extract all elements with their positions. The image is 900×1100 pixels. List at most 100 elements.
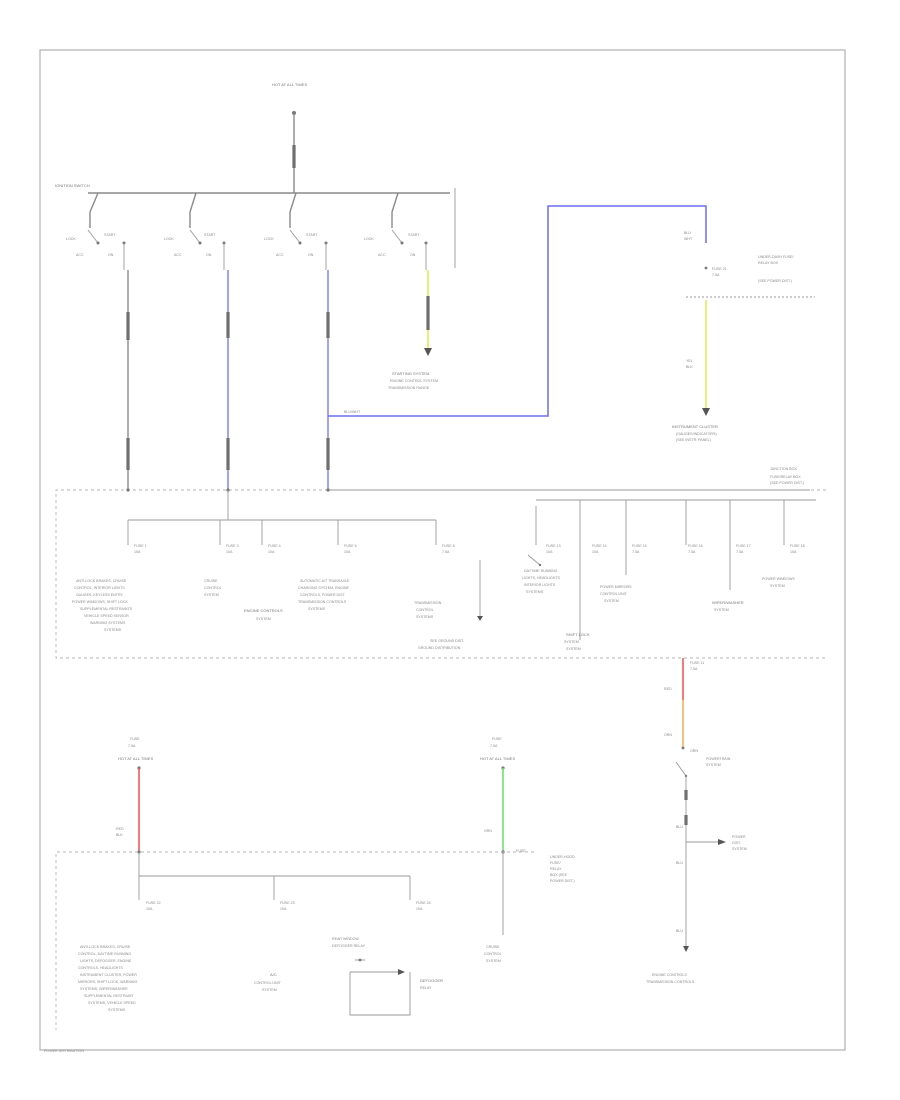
ac-label: A/C (270, 972, 277, 977)
svg-text:7.5A: 7.5A (490, 744, 498, 748)
svg-text:TRANSMISSION CONTROLS: TRANSMISSION CONTROLS (646, 980, 695, 984)
svg-text:ACC: ACC (174, 253, 182, 257)
svg-text:10A: 10A (546, 550, 553, 554)
svg-text:CRUISE: CRUISE (204, 579, 218, 583)
svg-text:POWER DIST.): POWER DIST.) (550, 879, 575, 883)
svg-text:INSTRUMENT CLUSTER, POWER: INSTRUMENT CLUSTER, POWER (80, 973, 137, 977)
svg-text:SYSTEMS: SYSTEMS (526, 590, 544, 594)
svg-text:10A: 10A (344, 550, 351, 554)
svg-text:ENGINE CONTROLS: ENGINE CONTROLS (652, 973, 687, 977)
lower-left-feed: HOT AT ALL TIMES FUSE 7.5A RED BLK (116, 737, 153, 854)
svg-text:FUSE 22: FUSE 22 (146, 901, 161, 905)
svg-text:SYSTEMS: SYSTEMS (108, 1008, 126, 1012)
svg-text:10A: 10A (416, 907, 423, 911)
svg-text:SUPPLEMENTAL RESTRAINTS: SUPPLEMENTAL RESTRAINTS (80, 607, 133, 611)
svg-text:GRN: GRN (484, 829, 492, 833)
svg-text:RELAY: RELAY (420, 986, 432, 990)
svg-text:10A: 10A (790, 550, 797, 554)
svg-text:BLU: BLU (676, 929, 683, 933)
svg-text:ORN: ORN (664, 733, 672, 737)
svg-text:BLU/WHT: BLU/WHT (344, 410, 361, 414)
svg-text:POWERTRAIN: POWERTRAIN (706, 757, 731, 761)
svg-text:7.5A: 7.5A (128, 744, 136, 748)
svg-text:SYSTEMS, WIPER/WASHER: SYSTEMS, WIPER/WASHER (80, 987, 128, 991)
svg-text:FUSE 4: FUSE 4 (268, 544, 281, 548)
svg-text:POWER WINDOWS, SHIFT LOCK: POWER WINDOWS, SHIFT LOCK (72, 600, 128, 604)
wipers-label: WIPER/WASHER (712, 600, 744, 605)
svg-text:POWER WINDOWS: POWER WINDOWS (762, 577, 795, 581)
svg-text:FUSE 23: FUSE 23 (280, 901, 295, 905)
svg-text:REAR WINDOW: REAR WINDOW (332, 937, 359, 941)
footer-label: POWER DISTRIBUTION (44, 1049, 84, 1053)
svg-text:FUSE 16: FUSE 16 (688, 544, 703, 548)
svg-text:START: START (408, 233, 420, 237)
svg-text:BLU: BLU (676, 825, 683, 829)
svg-text:UNDER-DASH FUSE/: UNDER-DASH FUSE/ (758, 255, 794, 259)
svg-text:ACC: ACC (76, 253, 84, 257)
svg-text:INTERIOR LIGHTS: INTERIOR LIGHTS (524, 583, 556, 587)
svg-text:FUSE 13: FUSE 13 (546, 544, 561, 548)
svg-text:CONTROL UNIT: CONTROL UNIT (254, 981, 282, 985)
svg-text:SYSTEM: SYSTEM (604, 599, 619, 603)
svg-text:LIGHTS, DEFOGGER, ENGINE: LIGHTS, DEFOGGER, ENGINE (80, 959, 132, 963)
switch-feeds: BLU/WHT (126, 205, 707, 490)
svg-text:SYSTEM: SYSTEM (566, 647, 581, 651)
svg-text:CONTROLS, HEADLIGHTS: CONTROLS, HEADLIGHTS (78, 966, 124, 970)
shift-lock-label: SHIFT LOCK (566, 632, 590, 637)
svg-text:RED: RED (116, 827, 124, 831)
svg-text:10A: 10A (592, 550, 599, 554)
svg-text:POWER: POWER (732, 835, 746, 839)
svg-text:CONTROL UNIT: CONTROL UNIT (600, 592, 628, 596)
svg-text:RED: RED (664, 687, 672, 691)
svg-text:7.5A: 7.5A (442, 550, 450, 554)
svg-text:DIST.: DIST. (732, 841, 741, 845)
svg-text:(SEE POWER DIST.): (SEE POWER DIST.) (758, 279, 792, 283)
svg-text:DAYTIME RUNNING: DAYTIME RUNNING (524, 569, 558, 573)
svg-text:RELAY BOX: RELAY BOX (758, 261, 779, 265)
svg-text:SYSTEM: SYSTEM (732, 847, 747, 851)
power-hot-3-label: HOT AT ALL TIMES (480, 756, 515, 761)
svg-text:BLK: BLK (116, 833, 123, 837)
svg-text:ORN: ORN (690, 749, 698, 753)
svg-text:BOX (SEE: BOX (SEE (550, 873, 568, 877)
svg-text:ACC: ACC (378, 253, 386, 257)
svg-text:GROUND DISTRIBUTION: GROUND DISTRIBUTION (418, 646, 461, 650)
starting-system-label: STARTING SYSTEM (392, 371, 429, 376)
svg-text:CRUISE: CRUISE (486, 945, 500, 949)
top-power-feed: HOT AT ALL TIMES IGNITION SWITCH (55, 82, 456, 268)
svg-text:SYSTEMS: SYSTEMS (104, 628, 122, 632)
svg-text:SYSTEM: SYSTEM (714, 608, 729, 612)
svg-text:SYSTEM: SYSTEM (770, 584, 785, 588)
svg-text:CONTROL: CONTROL (416, 608, 434, 612)
svg-text:GAUGES, KEYLESS ENTRY: GAUGES, KEYLESS ENTRY (76, 593, 123, 597)
svg-text:LOCK: LOCK (66, 237, 76, 241)
svg-text:MIRRORS, SHIFT LOCK, WARNING: MIRRORS, SHIFT LOCK, WARNING (78, 980, 138, 984)
svg-text:SEE GROUND DIST.: SEE GROUND DIST. (430, 639, 464, 643)
svg-text:START: START (104, 233, 116, 237)
svg-text:10A: 10A (268, 550, 275, 554)
svg-text:ACC: ACC (276, 253, 284, 257)
instrument-cluster-label: INSTRUMENT CLUSTER (672, 424, 718, 429)
svg-text:SUPPLEMENTAL RESTRAINT: SUPPLEMENTAL RESTRAINT (84, 994, 135, 998)
svg-text:AUTOMATIC A/T TRANSAXLE: AUTOMATIC A/T TRANSAXLE (300, 579, 350, 583)
svg-text:DEFOGGER RELAY: DEFOGGER RELAY (332, 944, 366, 948)
svg-text:VEHICLE SPEED SENSOR: VEHICLE SPEED SENSOR (84, 614, 129, 618)
svg-text:FUSE 8: FUSE 8 (442, 544, 455, 548)
svg-text:FUSE: FUSE (516, 849, 526, 853)
svg-text:WHT: WHT (684, 237, 693, 241)
svg-text:7.5A: 7.5A (736, 550, 744, 554)
svg-text:CONTROL, DAYTIME RUNNING: CONTROL, DAYTIME RUNNING (78, 952, 131, 956)
svg-text:FUSE 14: FUSE 14 (592, 544, 607, 548)
svg-text:7.5A: 7.5A (690, 667, 698, 671)
svg-text:FUSE 21: FUSE 21 (712, 267, 727, 271)
svg-text:YEL: YEL (686, 359, 693, 363)
svg-text:FUSE: FUSE (130, 737, 140, 741)
svg-text:TRANSMISSION: TRANSMISSION (414, 601, 442, 605)
svg-text:ON: ON (308, 253, 314, 257)
svg-text:BLK: BLK (686, 365, 693, 369)
svg-text:SYSTEM: SYSTEM (564, 640, 579, 644)
svg-text:FUSE 11: FUSE 11 (690, 661, 704, 665)
svg-text:FUSE 1: FUSE 1 (134, 544, 147, 548)
